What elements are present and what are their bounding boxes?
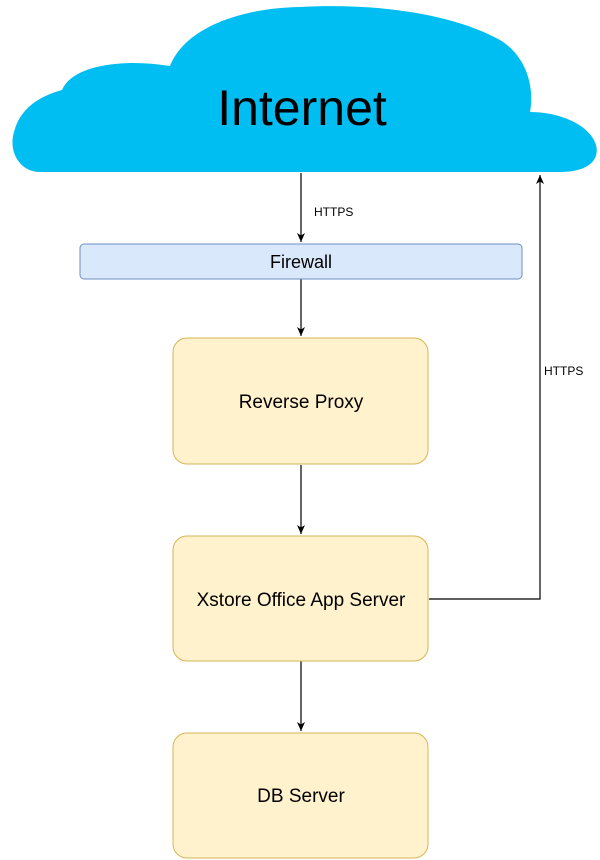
db-server-box (172, 732, 429, 859)
internet-cloud[interactable]: Internet (12, 6, 597, 172)
reverse-proxy-box (172, 337, 429, 465)
cloud-shape (12, 6, 597, 172)
firewall-node[interactable]: Firewall (79, 243, 523, 280)
firewall-box (79, 243, 523, 280)
firewall-label: Firewall (270, 252, 332, 272)
db-server-label: DB Server (257, 786, 345, 807)
edge-app-to-internet (429, 175, 544, 600)
db-server-node[interactable]: DB Server (172, 732, 429, 859)
app-server-label: Xstore Office App Server (197, 590, 406, 611)
reverse-proxy-node[interactable]: Reverse Proxy (172, 337, 429, 465)
edge-label-app-internet: HTTPS (544, 364, 583, 378)
internet-label: Internet (217, 80, 387, 136)
edge-label-internet-firewall: HTTPS (314, 205, 353, 219)
app-server-box (172, 535, 429, 662)
app-server-node[interactable]: Xstore Office App Server (172, 535, 429, 662)
reverse-proxy-label: Reverse Proxy (239, 392, 364, 413)
